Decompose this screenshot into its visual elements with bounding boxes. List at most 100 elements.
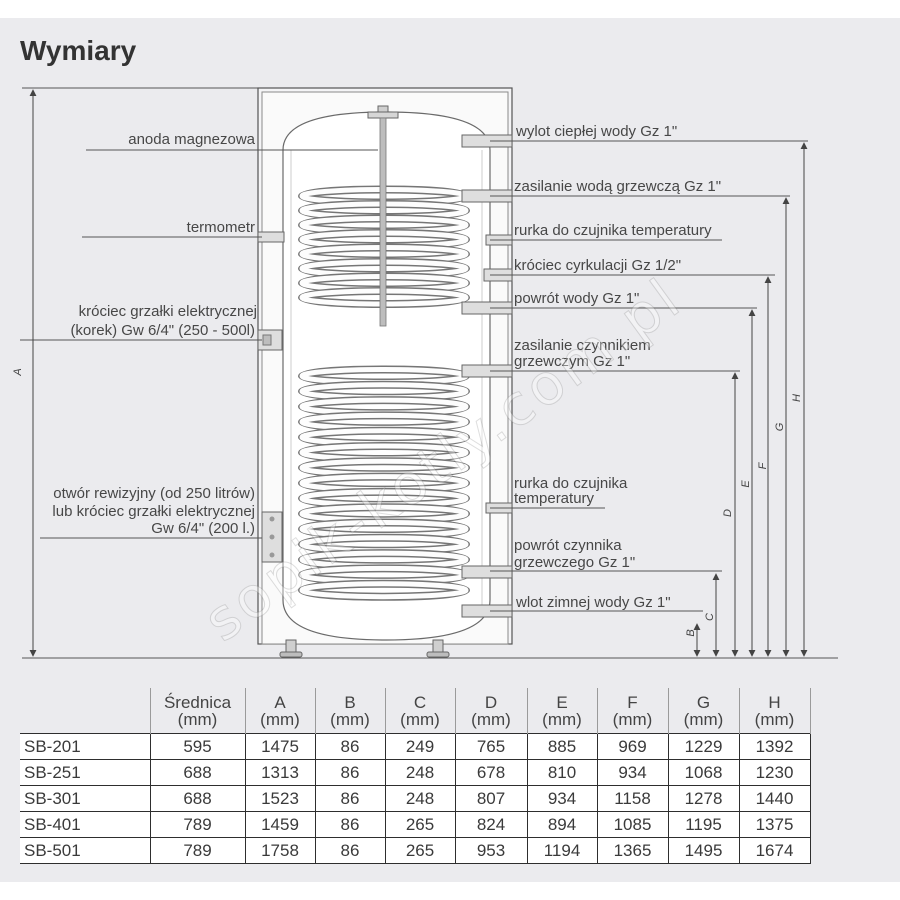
value-cell-a: 1313	[244, 759, 316, 786]
dimensions-table: Średnica(mm)A(mm)B(mm)C(mm)D(mm)E(mm)F(m…	[20, 688, 811, 864]
column-header-unit: (mm)	[260, 709, 300, 729]
model-cell: SB-301	[20, 785, 151, 812]
value-cell-f: 1158	[596, 785, 669, 812]
flange-bolt-icon	[269, 552, 275, 558]
lower-coil-loop	[299, 581, 469, 600]
value-cell-c: 265	[384, 837, 456, 864]
value-cell-g: 1278	[667, 785, 740, 812]
value-cell-d: 678	[454, 759, 528, 786]
value-cell-h: 1375	[738, 811, 811, 838]
label-inspection-opening-line1: otwór rewizyjny (od 250 litrów)	[53, 485, 255, 502]
value-cell-f: 1085	[596, 811, 669, 838]
heating-medium-return-pipe	[461, 565, 513, 579]
column-header-name: H	[768, 692, 781, 712]
column-header-name: A	[274, 692, 286, 712]
anode-rod	[379, 117, 387, 327]
column-header-b: B(mm)	[314, 688, 385, 734]
foot-right-pad	[426, 651, 450, 658]
value-cell-a: 1459	[244, 811, 316, 838]
column-header-unit: (mm)	[330, 709, 370, 729]
value-cell-e: 885	[526, 733, 598, 760]
right-leader-lines	[490, 140, 808, 612]
dimension-letter-g: G	[774, 422, 786, 431]
page-title: Wymiary	[20, 35, 137, 66]
foot-right-leg	[432, 639, 444, 653]
value-cell-diameter: 789	[149, 811, 246, 838]
value-cell-c: 248	[384, 759, 456, 786]
label-inspection-opening-line2: lub króciec grzałki elektrycznej	[52, 503, 255, 520]
column-header-e: E(mm)	[526, 688, 597, 734]
label-heating-supply: zasilanie wodą grzewczą Gz 1"	[514, 178, 721, 195]
label-inspection-opening-line3: Gw 6/4" (200 l.)	[151, 520, 255, 537]
label-sensor-upper: rurka do czujnika temperatury	[514, 222, 712, 239]
dimension-lines	[29, 89, 808, 657]
dimension-letter-f: F	[757, 461, 769, 469]
value-cell-h: 1230	[738, 759, 811, 786]
value-cell-a: 1475	[244, 733, 316, 760]
table-header-row: Średnica(mm)A(mm)B(mm)C(mm)D(mm)E(mm)F(m…	[20, 688, 811, 734]
value-cell-d: 953	[454, 837, 528, 864]
foot-left	[279, 639, 303, 658]
column-header-model	[20, 688, 150, 734]
value-cell-d: 807	[454, 785, 528, 812]
dimension-letter-h: H	[791, 394, 803, 402]
value-cell-e: 1194	[526, 837, 598, 864]
column-header-g: G(mm)	[667, 688, 739, 734]
column-header-unit: (mm)	[471, 709, 511, 729]
foot-left-leg	[285, 639, 297, 653]
model-cell: SB-401	[20, 811, 151, 838]
dimension-letter-b: B	[685, 629, 697, 636]
label-water-return: powrót wody Gz 1"	[514, 290, 639, 307]
value-cell-b: 86	[314, 811, 386, 838]
tank-drawing	[257, 87, 513, 658]
value-cell-b: 86	[314, 759, 386, 786]
value-cell-diameter: 595	[149, 733, 246, 760]
model-cell: SB-501	[20, 837, 151, 864]
column-header-unit: (mm)	[177, 709, 218, 729]
value-cell-g: 1068	[667, 759, 740, 786]
value-cell-f: 969	[596, 733, 669, 760]
column-header-name: G	[696, 692, 711, 712]
model-cell: SB-251	[20, 759, 151, 786]
value-cell-c: 249	[384, 733, 456, 760]
column-header-name: Średnica	[163, 692, 232, 712]
label-heating-medium-return-line2: grzewczego Gz 1"	[514, 554, 635, 571]
value-cell-f: 934	[596, 759, 669, 786]
label-hot-water-outlet: wylot ciepłej wody Gz 1"	[515, 123, 677, 140]
value-cell-g: 1195	[667, 811, 740, 838]
label-circulation: króciec cyrkulacji Gz 1/2"	[514, 257, 681, 274]
value-cell-e: 934	[526, 785, 598, 812]
value-cell-g: 1229	[667, 733, 740, 760]
dimension-letter-c: C	[704, 613, 716, 621]
label-heater-socket-line2: (korek) Gw 6/4" (250 - 500l)	[70, 322, 255, 339]
column-header-diameter: Średnica(mm)	[149, 688, 245, 734]
value-cell-d: 824	[454, 811, 528, 838]
column-header-unit: (mm)	[683, 709, 724, 729]
label-sensor-lower-line1: rurka do czujnika	[514, 475, 628, 492]
value-cell-f: 1365	[596, 837, 669, 864]
value-cell-diameter: 688	[149, 785, 246, 812]
column-header-unit: (mm)	[542, 709, 582, 729]
dimension-letter-e: E	[740, 480, 752, 488]
value-cell-h: 1392	[738, 733, 811, 760]
foot-left-pad	[279, 651, 303, 658]
column-header-name: C	[413, 692, 427, 712]
label-heater-socket-line1: króciec grzałki elektrycznej	[79, 303, 257, 320]
value-cell-a: 1758	[244, 837, 316, 864]
column-header-unit: (mm)	[612, 709, 653, 729]
label-sensor-lower-line2: temperatury	[514, 490, 595, 507]
label-thermometer: termometr	[187, 219, 255, 236]
model-cell: SB-201	[20, 733, 151, 760]
dimension-letter-d: D	[722, 509, 734, 517]
value-cell-c: 265	[384, 811, 456, 838]
value-cell-a: 1523	[244, 785, 316, 812]
column-header-c: C(mm)	[384, 688, 455, 734]
value-cell-e: 810	[526, 759, 598, 786]
right-labels: wylot ciepłej wody Gz 1" zasilanie wodą …	[514, 123, 721, 611]
